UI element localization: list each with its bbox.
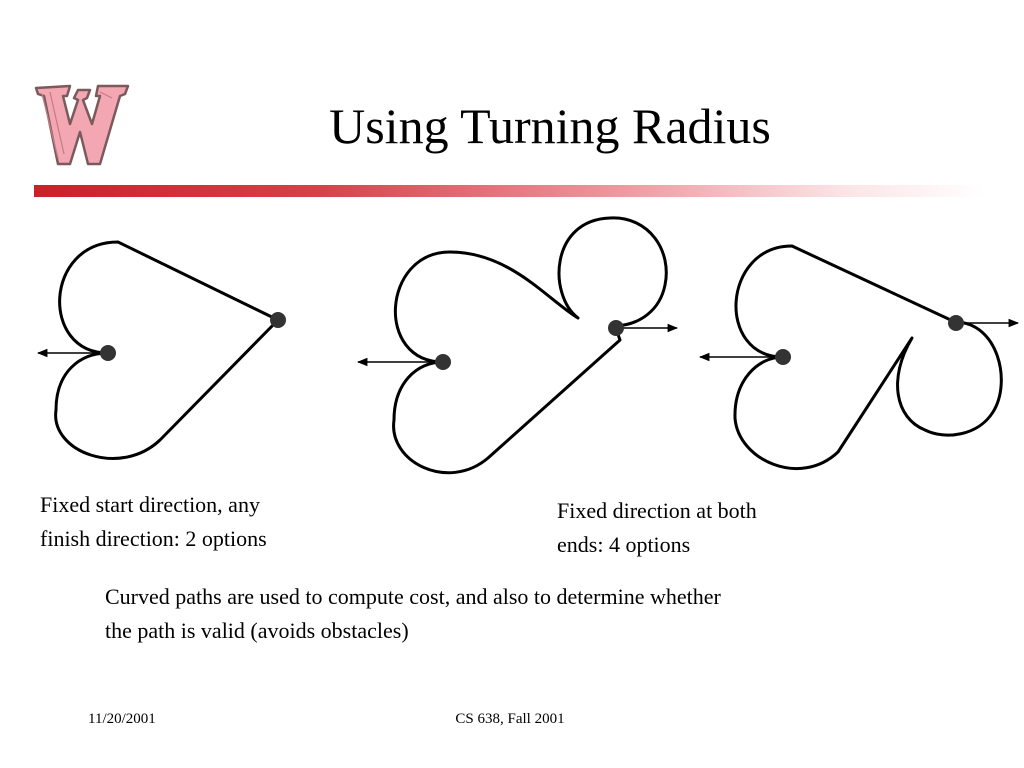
caption-line: Curved paths are used to compute cost, a… [105,584,721,609]
diagram-both-ends-loop-bottom [698,244,1020,471]
wisconsin-w-logo-icon [34,84,130,166]
caption-line: Fixed direction at both [557,498,757,523]
start-point [775,349,791,365]
end-point [608,320,624,336]
caption-fixed-both: Fixed direction at both ends: 4 options [557,494,757,562]
start-point [435,354,451,370]
diagram-both-ends-loop-top [356,216,679,475]
caption-line: ends: 4 options [557,532,691,557]
caption-fixed-start: Fixed start direction, any finish direct… [40,488,267,556]
footer-course: CS 638, Fall 2001 [455,711,565,727]
footer-date: 11/20/2001 [88,711,156,727]
caption-line: the path is valid (avoids obstacles) [105,618,409,643]
caption-summary: Curved paths are used to compute cost, a… [105,580,721,648]
end-point [948,315,964,331]
slide-title: Using Turning Radius [329,98,771,154]
caption-line: finish direction: 2 options [40,526,267,551]
curve-path-2 [392,216,668,475]
start-point [100,345,116,361]
end-point [270,312,286,328]
diagram-fixed-start [36,240,286,460]
curve-path-3 [733,244,1003,471]
title-divider [34,185,984,197]
caption-line: Fixed start direction, any [40,492,260,517]
curve-path-1 [54,240,280,460]
